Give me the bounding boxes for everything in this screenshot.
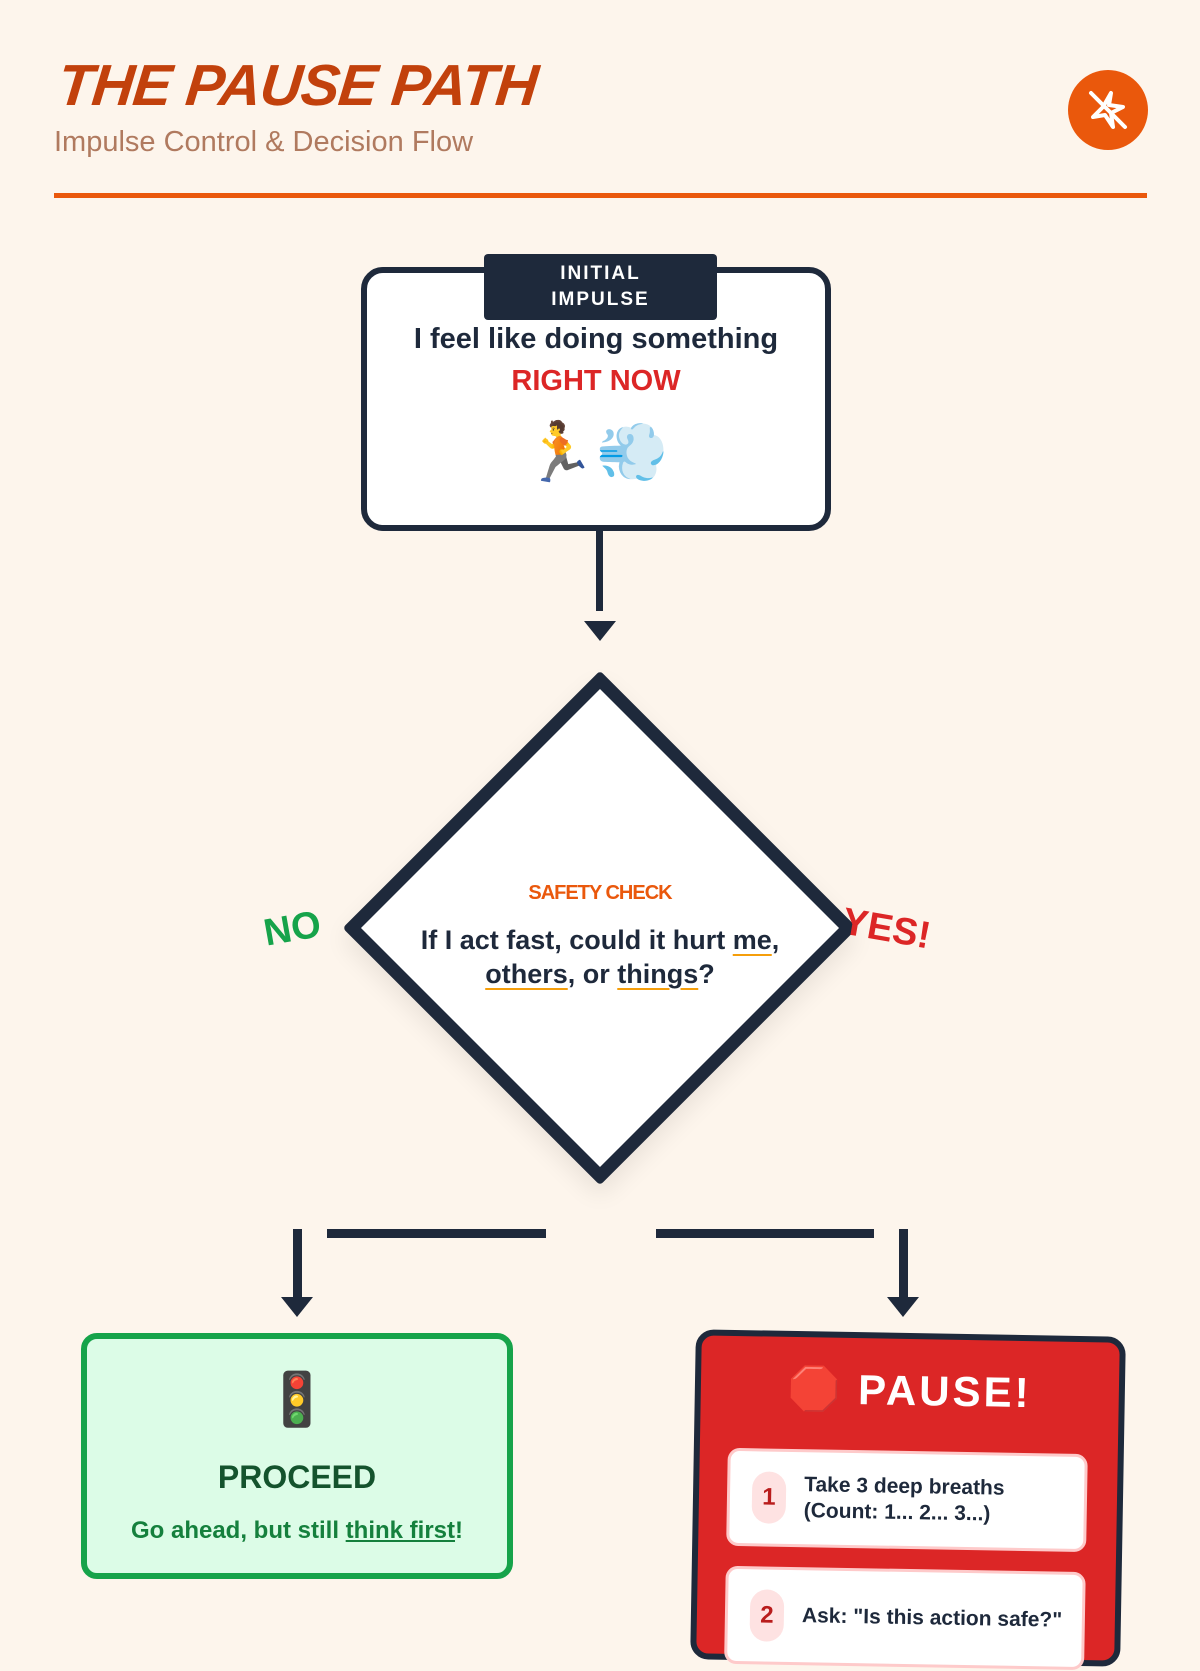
tag-line-2: IMPULSE [551,289,650,310]
proceed-title: PROCEED [217,1459,377,1495]
proceed-text: Go ahead, but still think first! [87,1517,507,1545]
pause-title: 🛑 PAUSE! [700,1363,1119,1419]
connector-line-right [899,1229,908,1301]
pause-node: 🛑 PAUSE! 1 Take 3 deep breaths(Count: 1.… [690,1329,1126,1671]
decision-label: SAFETY CHECK [528,882,672,904]
q-part: , or [567,959,618,989]
stop-sign-icon: 🛑 [787,1364,844,1413]
branch-line-left [327,1229,546,1238]
q-part: , [771,925,780,955]
q-things: things [617,959,699,989]
q-part: If I act fast, could it hurt [420,925,733,955]
q-me: me [732,925,772,955]
no-branch-label: NO [260,903,325,955]
pause-title-text: PAUSE! [857,1366,1033,1417]
no-sparkle-icon [1068,70,1148,150]
proceed-node: 🚦 PROCEED Go ahead, but still think firs… [81,1333,513,1579]
step-number: 2 [749,1589,785,1642]
proceed-text-end: ! [455,1517,464,1544]
pause-step: 1 Take 3 deep breaths(Count: 1... 2... 3… [726,1447,1088,1553]
running-dash-icon: 🏃💨 [523,420,669,485]
think-first-emphasis: think first [345,1517,456,1544]
arrow-down-icon [887,1297,919,1317]
arrow-down-icon [584,621,616,641]
tag-line-1: INITIAL [560,263,641,284]
step-line-1: Ask: "Is this action safe?" [801,1604,1063,1632]
proceed-text-part: Go ahead, but still [130,1517,346,1544]
header-divider [54,193,1147,198]
q-part: ? [698,959,715,989]
decision-text: SAFETY CHECK If I act fast, could it hur… [380,882,820,991]
connector-line [596,531,603,611]
traffic-light-icon: 🚦 [264,1371,330,1429]
step-number: 1 [751,1471,787,1524]
q-others: others [485,959,568,989]
step-line-2: (Count: 1... 2... 3...) [803,1499,991,1526]
step-line-1: Take 3 deep breaths [804,1473,1005,1500]
branch-line-right [656,1229,874,1238]
impulse-emphasis: RIGHT NOW [511,365,681,397]
initial-impulse-tag: INITIAL IMPULSE [484,254,717,320]
connector-line-left [293,1229,302,1301]
yes-branch-label: YES! [839,900,934,958]
arrow-down-icon [281,1297,313,1317]
page-subtitle: Impulse Control & Decision Flow [54,126,474,158]
pause-step: 2 Ask: "Is this action safe?" [724,1565,1086,1671]
decision-question: If I act fast, could it hurt me, others, … [380,923,820,991]
impulse-text: I feel like doing something [413,323,779,355]
page-title: THE PAUSE PATH [54,53,541,118]
